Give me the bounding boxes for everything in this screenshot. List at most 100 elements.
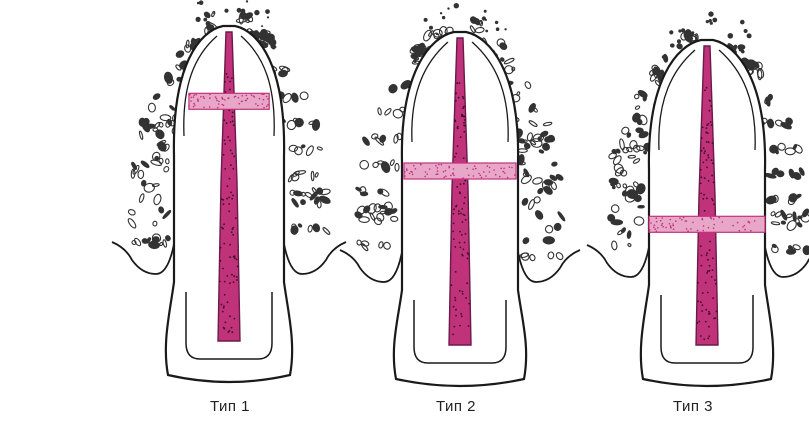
bone-particle-icon xyxy=(612,154,623,165)
bone-particle-icon xyxy=(447,7,449,9)
bone-particle-icon xyxy=(534,209,544,220)
bone-particle-icon xyxy=(537,187,544,194)
bone-particle-icon xyxy=(628,155,636,158)
bone-particle-icon xyxy=(291,92,299,103)
bone-particle-icon xyxy=(127,217,137,229)
caption-type-1: Тип 1 xyxy=(170,398,290,415)
bone-particle-icon xyxy=(131,240,136,245)
bone-particle-icon xyxy=(140,160,150,169)
bone-particle-icon xyxy=(677,39,681,43)
bone-particle-icon xyxy=(360,192,367,196)
bone-particle-icon xyxy=(797,222,803,228)
bone-particle-icon xyxy=(128,209,136,216)
bone-particle-icon xyxy=(611,220,622,225)
bone-particle-icon xyxy=(528,120,537,128)
bone-particle-icon xyxy=(670,44,674,48)
bone-particle-icon xyxy=(612,186,615,189)
bone-particle-icon xyxy=(175,50,185,59)
bone-particle-icon xyxy=(377,108,381,116)
bone-particle-icon xyxy=(712,18,717,23)
bone-particle-icon xyxy=(627,243,631,247)
bone-particle-icon xyxy=(382,241,391,250)
bone-particle-icon xyxy=(436,33,438,35)
bone-particle-icon xyxy=(361,136,370,146)
bone-particle-icon xyxy=(767,119,774,128)
bone-particle-icon xyxy=(793,212,797,222)
bone-particle-icon xyxy=(482,16,486,20)
bone-particle-icon xyxy=(524,81,532,90)
bone-particle-icon xyxy=(544,224,554,234)
bone-particle-icon xyxy=(317,201,321,208)
bone-particle-icon xyxy=(152,93,161,101)
bone-particle-icon xyxy=(669,30,673,34)
bone-particle-icon xyxy=(533,108,538,113)
bone-particle-icon xyxy=(634,217,644,226)
bone-particle-icon xyxy=(678,29,681,32)
bone-particle-icon xyxy=(429,26,433,30)
bone-particle-icon xyxy=(741,50,745,54)
bone-particle-icon xyxy=(133,237,141,246)
bone-particle-icon xyxy=(708,11,713,16)
bone-particle-icon xyxy=(361,243,369,252)
bone-particle-icon xyxy=(213,12,215,14)
bone-particle-icon xyxy=(140,121,147,124)
bone-particle-icon xyxy=(358,159,370,171)
bone-particle-icon xyxy=(380,161,391,174)
bone-particle-icon xyxy=(318,195,331,205)
fracture-line-icon xyxy=(649,216,765,232)
bone-particle-icon xyxy=(422,29,433,42)
bone-particle-icon xyxy=(390,216,397,221)
bone-particle-icon xyxy=(395,163,399,171)
bone-particle-icon xyxy=(300,199,306,206)
bone-particle-icon xyxy=(496,27,500,31)
fracture-line-icon xyxy=(188,93,269,109)
bone-particle-icon xyxy=(139,193,145,203)
bone-particle-icon xyxy=(776,171,784,177)
bone-particle-icon xyxy=(305,145,315,157)
bone-particle-icon xyxy=(186,40,190,48)
bone-particle-icon xyxy=(354,211,363,220)
bone-particle-icon xyxy=(755,64,759,69)
bone-particle-icon xyxy=(728,33,734,39)
tooth-panel-2 xyxy=(340,3,580,386)
bone-particle-icon xyxy=(312,223,321,233)
bone-particle-icon xyxy=(611,241,617,250)
bone-particle-icon xyxy=(379,205,388,209)
bone-particle-icon xyxy=(551,162,557,167)
bone-particle-icon xyxy=(288,174,294,182)
gum-line-right xyxy=(284,242,346,274)
bone-particle-icon xyxy=(148,103,156,112)
bone-particle-icon xyxy=(153,193,162,205)
bone-particle-icon xyxy=(199,0,204,5)
bone-particle-icon xyxy=(499,42,508,51)
gum-line-left xyxy=(587,245,649,277)
bone-particle-icon xyxy=(548,252,554,259)
bone-particle-icon xyxy=(393,134,399,143)
bone-particle-icon xyxy=(616,183,621,188)
bone-particle-icon xyxy=(619,139,625,151)
bone-particle-icon xyxy=(785,148,795,155)
bone-particle-icon xyxy=(643,151,646,155)
bone-particle-icon xyxy=(317,146,323,150)
bone-particle-icon xyxy=(475,27,485,33)
bone-particle-icon xyxy=(300,92,309,101)
bone-particle-icon xyxy=(267,16,269,18)
caption-type-3: Тип 3 xyxy=(633,398,753,415)
bone-particle-icon xyxy=(637,119,642,124)
bone-particle-icon xyxy=(165,159,169,164)
bone-particle-icon xyxy=(529,254,536,262)
bone-particle-icon xyxy=(371,133,379,140)
fracture-line-icon xyxy=(404,163,516,179)
bone-particle-icon xyxy=(706,20,709,23)
bone-particle-icon xyxy=(801,208,809,218)
bone-particle-icon xyxy=(163,166,170,173)
gum-line-right xyxy=(518,250,580,282)
bone-particle-icon xyxy=(311,171,314,180)
bone-particle-icon xyxy=(643,95,647,101)
bone-particle-icon xyxy=(224,9,228,13)
bone-particle-icon xyxy=(775,148,778,154)
bone-particle-icon xyxy=(786,248,796,254)
bone-particle-icon xyxy=(154,156,158,160)
bone-particle-icon xyxy=(278,70,288,78)
bone-particle-icon xyxy=(495,21,498,24)
